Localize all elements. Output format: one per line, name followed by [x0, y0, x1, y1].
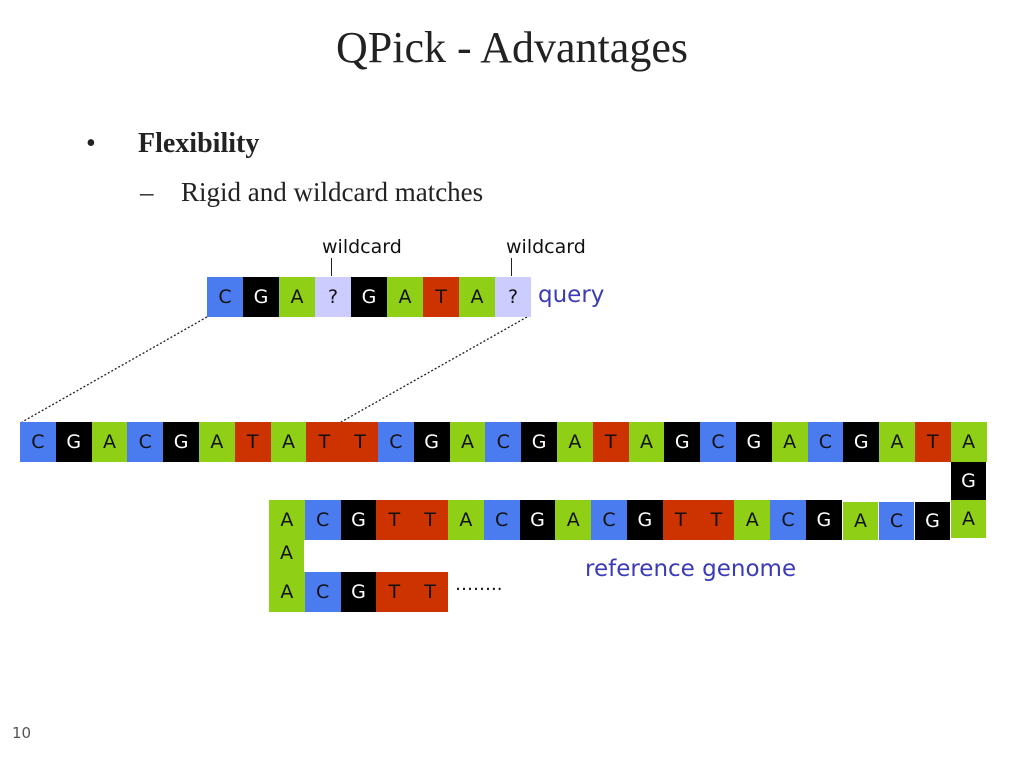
base-A: A	[459, 277, 495, 317]
wildcard-base: ?	[315, 277, 351, 317]
base-C: C	[770, 500, 806, 540]
base-A: A	[198, 422, 235, 462]
base-C: C	[700, 422, 736, 462]
base-G: G	[163, 422, 199, 462]
base-C: C	[591, 500, 627, 540]
base-C: C	[483, 500, 520, 540]
base-A: A	[951, 500, 986, 538]
base-T: T	[698, 500, 735, 540]
base-A: A	[91, 422, 128, 462]
base-G: G	[735, 422, 772, 462]
base-A: A	[269, 572, 305, 612]
wildcard-label-2: wildcard	[506, 236, 586, 258]
base-G: G	[351, 277, 387, 317]
base-C: C	[304, 572, 341, 612]
base-A: A	[556, 422, 593, 462]
base-A: A	[270, 422, 307, 462]
base-G: G	[340, 500, 377, 540]
base-C: C	[304, 500, 341, 540]
base-G: G	[843, 422, 880, 462]
base-A: A	[449, 422, 486, 462]
base-G: G	[243, 277, 279, 317]
bullet-marker: •	[86, 128, 96, 159]
wildcard-pointer-1	[331, 258, 332, 276]
base-A: A	[734, 500, 771, 540]
base-G: G	[413, 422, 450, 462]
base-T: T	[376, 572, 413, 612]
base-G: G	[951, 462, 986, 500]
base-A: A	[843, 502, 878, 540]
base-C: C	[20, 422, 56, 462]
base-C: C	[127, 422, 164, 462]
base-T: T	[412, 572, 448, 612]
wildcard-base: ?	[495, 277, 531, 317]
base-A: A	[269, 534, 304, 572]
base-T: T	[342, 422, 378, 462]
query-label: query	[538, 282, 605, 308]
alignment-line-right	[340, 316, 528, 423]
base-T: T	[592, 422, 629, 462]
base-T: T	[412, 500, 448, 540]
base-G: G	[805, 500, 842, 540]
base-G: G	[519, 500, 556, 540]
base-A: A	[279, 277, 315, 317]
base-G: G	[664, 422, 701, 462]
reference-genome-label: reference genome	[585, 556, 797, 582]
wildcard-pointer-2	[511, 258, 512, 276]
base-A: A	[555, 500, 592, 540]
base-A: A	[771, 422, 808, 462]
base-A: A	[879, 422, 915, 462]
base-G: G	[915, 502, 950, 540]
base-G: G	[626, 500, 663, 540]
base-T: T	[234, 422, 271, 462]
base-C: C	[485, 422, 522, 462]
base-G: G	[521, 422, 557, 462]
base-T: T	[662, 500, 699, 540]
base-T: T	[423, 277, 459, 317]
base-A: A	[387, 277, 423, 317]
base-C: C	[807, 422, 844, 462]
base-A: A	[269, 500, 305, 540]
base-A: A	[628, 422, 665, 462]
base-T: T	[376, 500, 413, 540]
base-C: C	[377, 422, 414, 462]
base-A: A	[447, 500, 484, 540]
base-G: G	[55, 422, 92, 462]
alignment-line-left	[21, 316, 208, 423]
base-C: C	[879, 502, 914, 540]
base-C: C	[207, 277, 243, 317]
base-G: G	[340, 572, 377, 612]
sub-bullet-text: Rigid and wildcard matches	[181, 177, 484, 207]
page-number: 10	[12, 724, 32, 742]
slide-title: QPick - Advantages	[336, 23, 688, 72]
base-T: T	[914, 422, 951, 462]
sub-bullet-marker: –	[140, 177, 154, 207]
wildcard-label-1: wildcard	[322, 236, 402, 258]
base-A: A	[950, 422, 987, 462]
base-T: T	[306, 422, 343, 462]
continuation-ellipsis: ……..	[455, 574, 503, 595]
bullet-flexibility: Flexibility	[138, 128, 260, 159]
